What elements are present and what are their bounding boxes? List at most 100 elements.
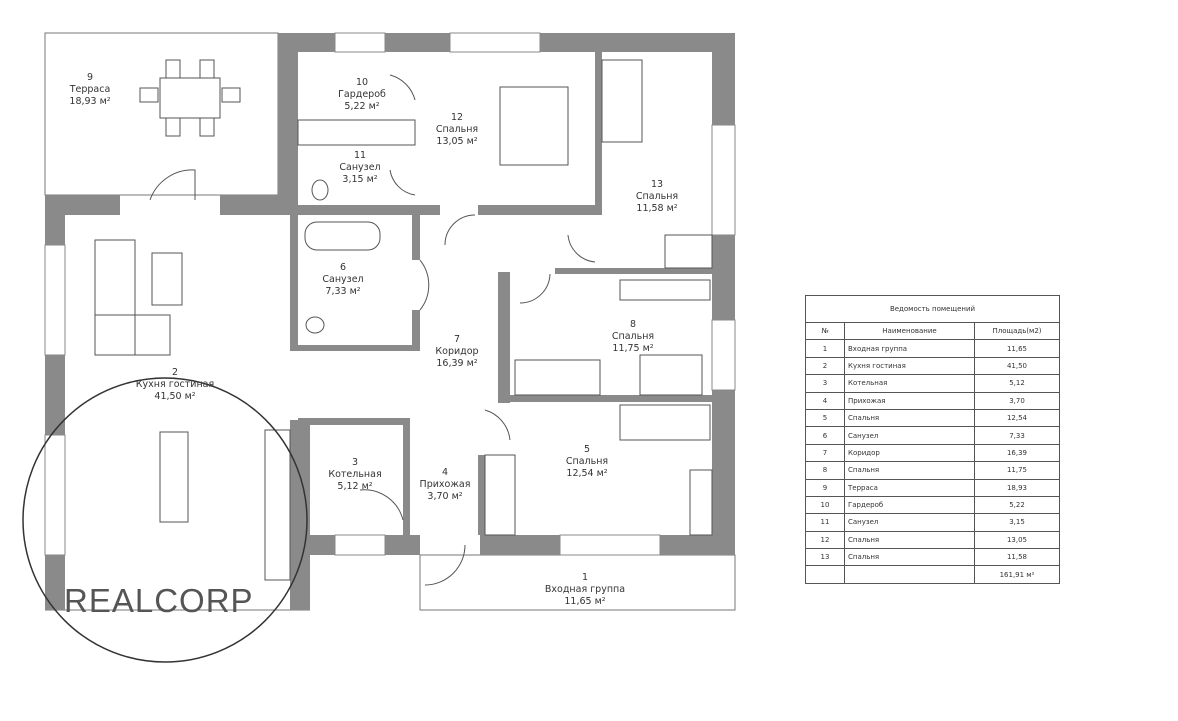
header-number: № (805, 321, 845, 341)
row-name: Санузел (844, 513, 975, 532)
window (559, 534, 661, 556)
row-area: 41,50 (974, 356, 1060, 376)
desk (689, 469, 713, 536)
row-name: Спальня (844, 408, 975, 428)
row-name: Гардероб (844, 495, 975, 515)
total-area: 161,91 м² (974, 565, 1060, 584)
row-number: 11 (805, 513, 845, 532)
row-name: Санузел (844, 426, 975, 445)
wardrobe (297, 119, 416, 146)
row-area: 5,22 (974, 495, 1060, 515)
row-number: 13 (805, 548, 845, 567)
window (711, 319, 736, 391)
window (44, 244, 66, 356)
row-number: 9 (805, 478, 845, 497)
row-area: 7,33 (974, 426, 1060, 445)
row-name: Спальня (844, 461, 975, 480)
schedule-title: Ведомость помещений (805, 295, 1060, 323)
row-number: 4 (805, 391, 845, 410)
row-number: 1 (805, 339, 845, 358)
dining-table (159, 77, 221, 119)
coffee-table (151, 252, 183, 306)
window (711, 124, 736, 236)
row-area: 12,54 (974, 408, 1060, 428)
wardrobe (619, 279, 711, 301)
kitchen-counter (264, 429, 291, 581)
room-schedule-table: Ведомость помещений № Наименование Площа… (805, 295, 1060, 584)
watermark-logo: REALCORP (64, 582, 254, 619)
double-bed (499, 86, 569, 166)
schedule-total-row: 161,91 м² (805, 565, 1060, 584)
row-number: 2 (805, 356, 845, 376)
row-name: Кухня гостиная (844, 356, 975, 376)
terrace-outline (44, 32, 279, 196)
row-name: Терраса (844, 478, 975, 497)
row-name: Коридор (844, 443, 975, 463)
row-area: 11,65 (974, 339, 1060, 358)
window (334, 534, 386, 556)
header-name: Наименование (844, 321, 975, 341)
row-name: Спальня (844, 548, 975, 567)
row-number: 5 (805, 408, 845, 428)
bed (601, 59, 643, 143)
row-number: 3 (805, 374, 845, 393)
desk (639, 354, 703, 396)
row-area: 5,12 (974, 374, 1060, 393)
kitchen-table (159, 431, 189, 523)
row-name: Котельная (844, 374, 975, 393)
row-area: 11,58 (974, 548, 1060, 567)
header-area: Площадь(м2) (974, 321, 1060, 341)
row-area: 18,93 (974, 478, 1060, 497)
bathtub (304, 221, 381, 251)
bed (619, 404, 711, 441)
schedule-header-row: № Наименование Площадь(м2) (805, 321, 1060, 341)
row-number: 8 (805, 461, 845, 480)
window (449, 32, 541, 53)
row-name: Входная группа (844, 339, 975, 358)
row-number: 6 (805, 426, 845, 445)
furniture (94, 59, 713, 586)
desk (664, 234, 713, 269)
shelf (484, 454, 516, 536)
row-area: 16,39 (974, 443, 1060, 463)
bed (514, 359, 601, 396)
row-area: 3,70 (974, 391, 1060, 410)
row-number: 10 (805, 495, 845, 515)
row-area: 13,05 (974, 530, 1060, 550)
watermark-circle (22, 377, 308, 663)
sofa (94, 239, 136, 356)
row-number: 12 (805, 530, 845, 550)
row-number: 7 (805, 443, 845, 463)
window (44, 434, 66, 556)
row-name: Прихожая (844, 391, 975, 410)
row-name: Спальня (844, 530, 975, 550)
row-area: 3,15 (974, 513, 1060, 532)
